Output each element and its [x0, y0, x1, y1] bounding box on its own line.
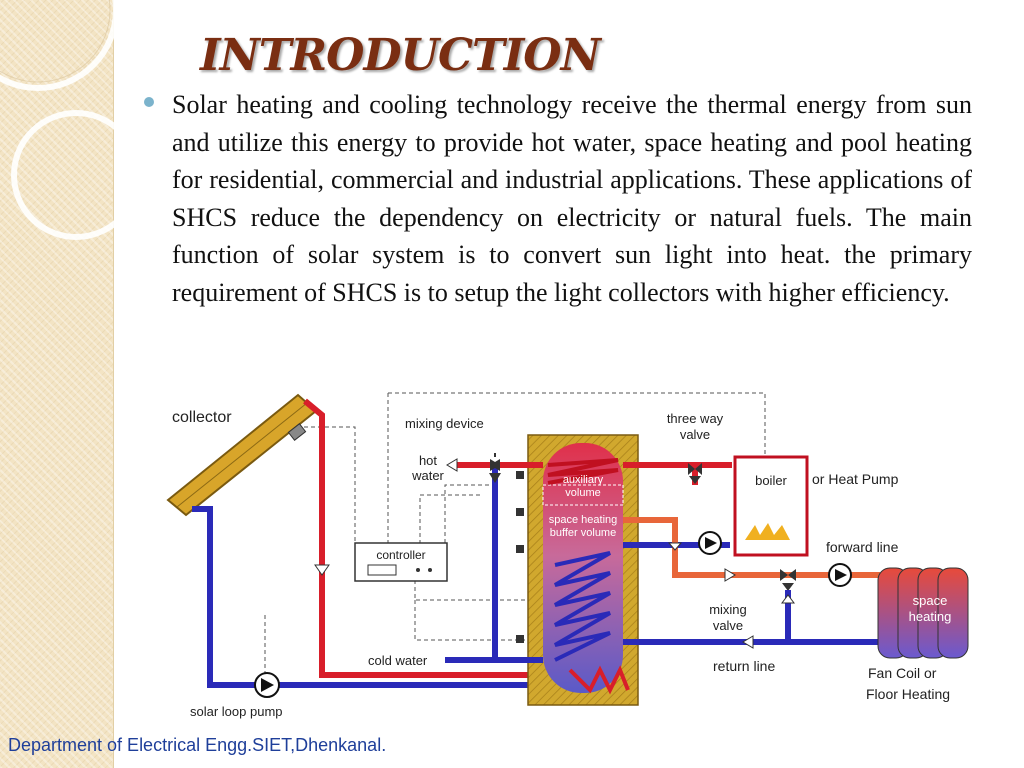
- fan-coil-label-2: Floor Heating: [866, 686, 950, 702]
- storage-tank: auxiliary volume space heating buffer vo…: [527, 434, 639, 706]
- solar-hot-pipe: [303, 398, 540, 678]
- space-heating-label-2: heating: [909, 609, 952, 624]
- bullet-icon: [144, 97, 154, 107]
- temperature-sensors: [516, 471, 524, 643]
- slide-title: INTRODUCTION: [200, 30, 601, 81]
- buffer-label-2: buffer volume: [550, 527, 616, 539]
- fan-coil-label-1: Fan Coil or: [868, 665, 937, 681]
- hot-water-label-2: water: [411, 468, 444, 483]
- auxiliary-label-1: auxiliary: [563, 474, 604, 486]
- hot-water-label-1: hot: [419, 453, 437, 468]
- controller-box: controller: [354, 542, 448, 582]
- cold-water-label: cold water: [368, 653, 428, 668]
- mixing-device-icon: [489, 473, 501, 483]
- return-line-label: return line: [713, 658, 775, 674]
- body-paragraph: Solar heating and cooling technology rec…: [172, 90, 972, 307]
- boiler-label: boiler: [755, 473, 787, 488]
- boiler-unit: boiler: [733, 455, 809, 557]
- solar-heating-diagram: controller auxiliary volume space heatin…: [166, 392, 969, 719]
- three-way-valve-icon: [689, 476, 701, 484]
- mixing-valve-label-2: valve: [713, 618, 743, 633]
- forward-line-label: forward line: [826, 539, 899, 555]
- side-band: [0, 0, 114, 768]
- heat-pump-label: or Heat Pump: [812, 471, 899, 487]
- three-way-valve-label-2: valve: [680, 427, 710, 442]
- three-way-valve-label-1: three way: [667, 411, 724, 426]
- auxiliary-label-2: volume: [565, 487, 600, 499]
- mixing-valve-label-1: mixing: [709, 602, 747, 617]
- buffer-label-1: space heating: [549, 514, 618, 526]
- control-wiring: [264, 392, 766, 675]
- mixing-valve-icon: [782, 583, 794, 591]
- solar-loop-pump-label: solar loop pump: [190, 704, 283, 719]
- space-heating-radiator: space heating: [877, 567, 969, 659]
- solar-cold-pipe: [192, 506, 540, 688]
- controller-label: controller: [376, 548, 425, 562]
- mixing-device-label: mixing device: [405, 416, 484, 431]
- collector-label: collector: [172, 409, 232, 426]
- footer-department: Department of Electrical Engg.SIET,Dhenk…: [8, 735, 387, 755]
- space-heating-label-1: space: [913, 593, 948, 608]
- decorative-rings: [0, 0, 140, 240]
